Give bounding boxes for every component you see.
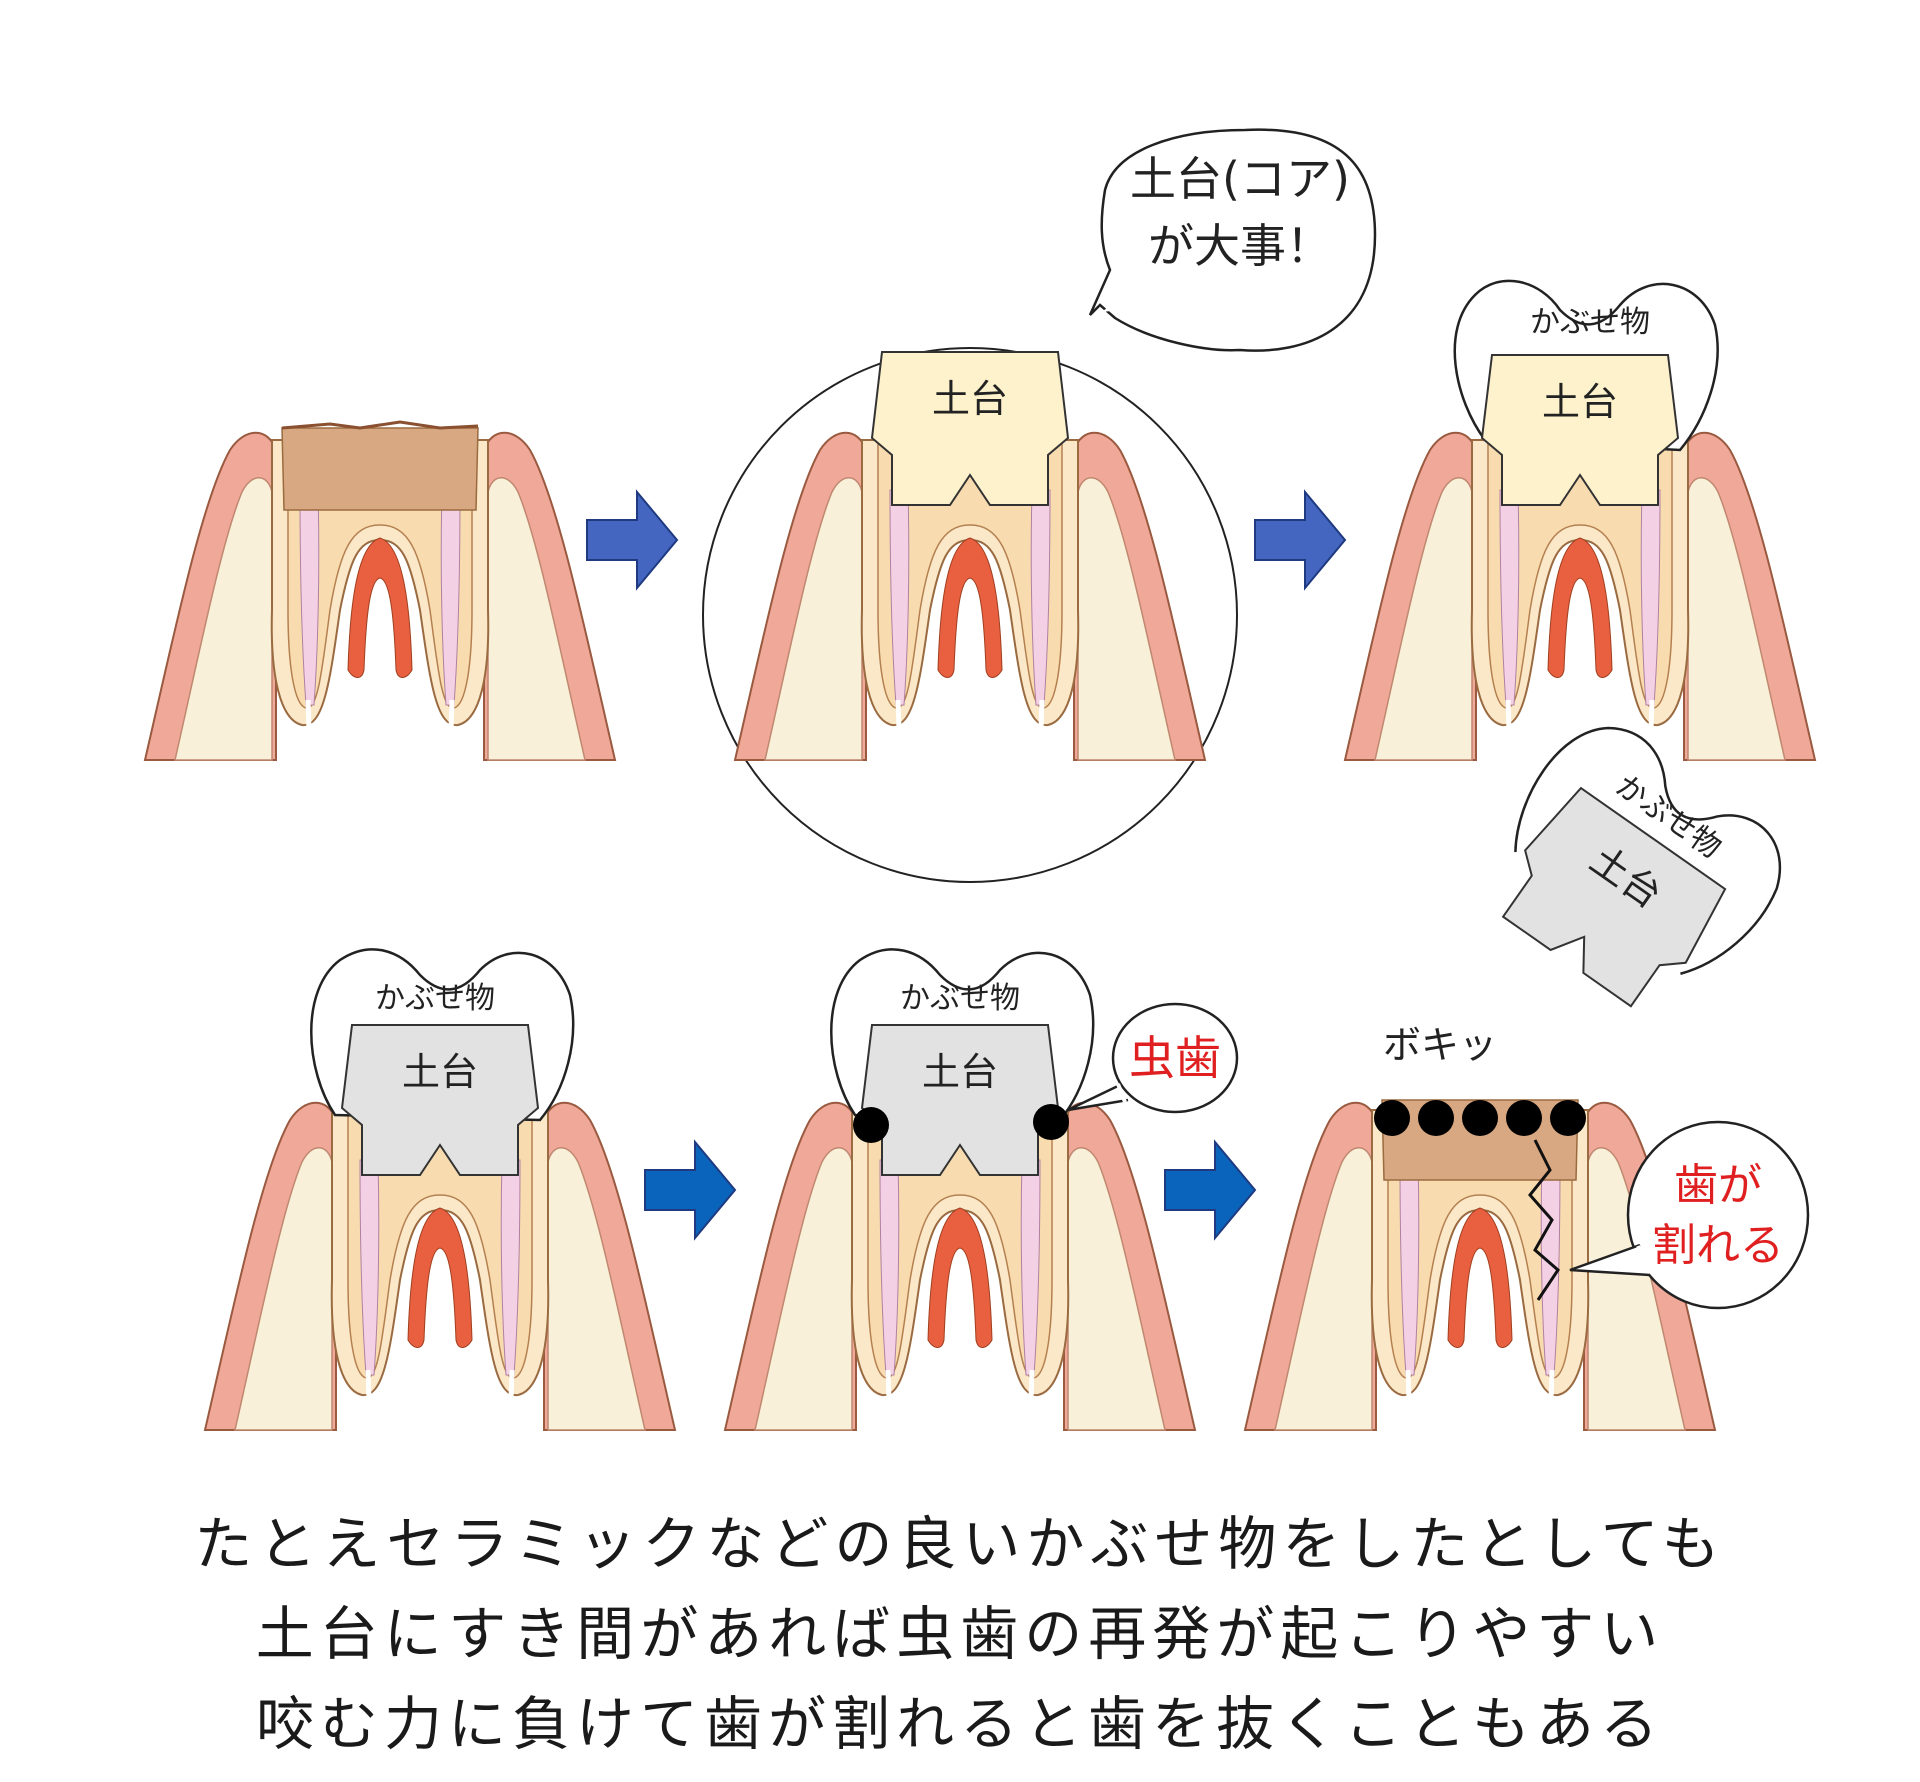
cavity-dot [1506, 1100, 1542, 1136]
cavity-dot [1550, 1100, 1586, 1136]
speech-bubble-core-important: 土台(コア) が大事！ [1088, 128, 1377, 352]
cavity-dot [1374, 1100, 1410, 1136]
caption-line-3: 咬む力に負けて歯が割れると歯を抜くこともある [255, 1690, 1664, 1758]
core-label: 土台 [1542, 380, 1618, 424]
arrow-right-icon [1164, 1141, 1256, 1239]
tooth-broken [1245, 1099, 1715, 1430]
crack-line2: 割れる [1652, 1220, 1784, 1271]
cavity-dot [1462, 1100, 1498, 1136]
tooth-decayed [145, 420, 615, 760]
cavity-dot [1418, 1100, 1454, 1136]
tooth-crown-gray-core: かぶせ物 土台 [205, 948, 675, 1430]
arrow-right-icon [1254, 491, 1346, 589]
speech-bubble-cavity: 虫歯 [1067, 1002, 1239, 1114]
bubble-line2: が大事！ [1148, 219, 1332, 273]
core-label: 土台 [922, 1050, 998, 1094]
snap-label: ボキッ [1383, 1023, 1497, 1067]
caption-line-1: たとえセラミックなどの良いかぶせ物をしたとしても [194, 1510, 1726, 1578]
arrow-right-icon [644, 1141, 736, 1239]
core-label: 土台 [932, 377, 1008, 421]
core-label: 土台 [402, 1050, 478, 1094]
speech-bubble-crack: 歯が 割れる [1569, 1120, 1810, 1310]
cavity-dot [1033, 1104, 1069, 1140]
caption-line-2: 土台にすき間があれば虫歯の再発が起こりやすい [255, 1600, 1665, 1668]
cavity-dot [853, 1107, 889, 1143]
tooth-cavity: かぶせ物 土台 [725, 948, 1195, 1430]
arrow-right-icon [586, 491, 678, 589]
tooth-with-crown: かぶせ物 土台 [1345, 279, 1815, 760]
crown-label: かぶせ物 [900, 981, 1020, 1016]
crown-label: かぶせ物 [1530, 305, 1650, 340]
crack-line1: 歯が [1674, 1160, 1762, 1211]
crown-label: かぶせ物 [375, 981, 495, 1016]
highlight-circle [702, 347, 1238, 883]
cavity-label: 虫歯 [1129, 1031, 1221, 1085]
bubble-line1: 土台(コア) [1130, 152, 1350, 206]
tooth-with-core: 土台 [735, 351, 1205, 760]
